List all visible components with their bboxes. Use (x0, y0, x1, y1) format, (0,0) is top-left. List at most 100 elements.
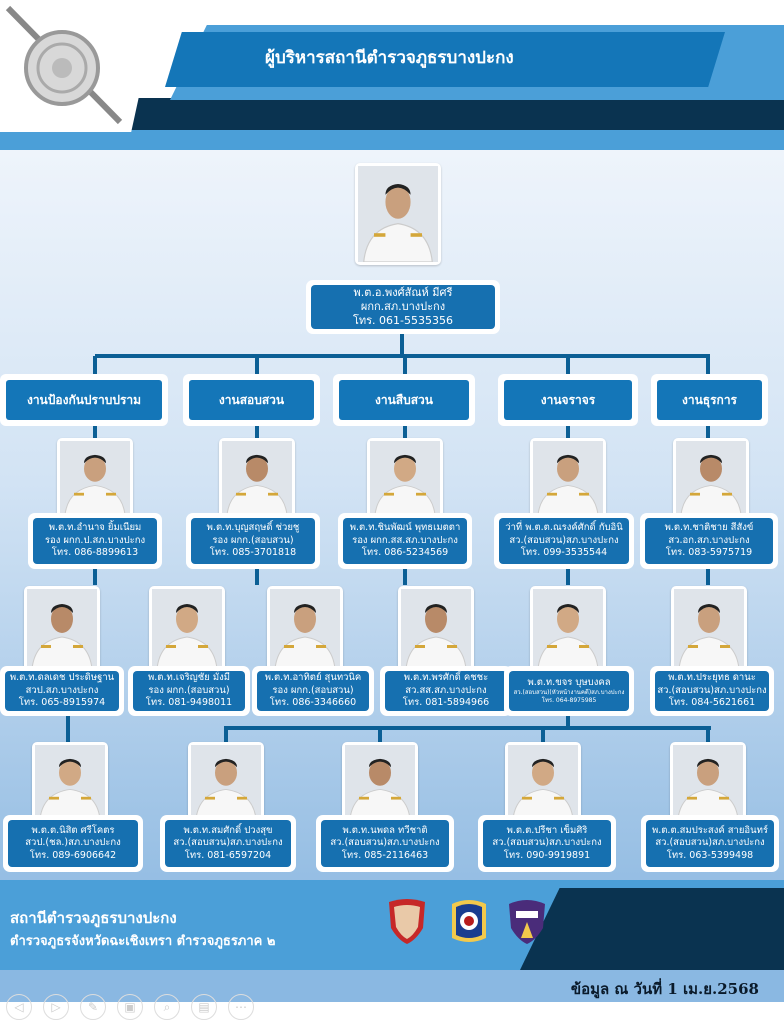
officer-phone: โทร. 085-2116463 (341, 849, 429, 861)
officer-label: พ.ต.ต.สมประสงค์ สายอินทร์สว.(สอบสวน)สภ.บ… (641, 815, 779, 872)
toolbar-button-4[interactable]: ▣ (117, 994, 143, 1020)
officer-photo (24, 586, 100, 672)
toolbar-button-7[interactable]: ⋯ (228, 994, 254, 1020)
officer-info: พ.ต.ต.ปรีชา เข็มศิริสว.(สอบสวน)สภ.บางปะก… (483, 820, 611, 867)
officer-name: พ.ต.ท.เจริญชัย มั่งมี (148, 672, 230, 684)
officer-name: พ.ต.ท.สมศักดิ์ ปวงสุข (183, 824, 273, 836)
department-2[interactable]: งานสอบสวน (183, 374, 320, 426)
connector-line (403, 356, 407, 376)
officer-info: พ.ต.ท.เจริญชัย มั่งมีรอง ผกก.(สอบสวน)โทร… (133, 671, 245, 711)
officer-name: พ.ต.ท.พรศักดิ์ คชชะ (403, 672, 489, 684)
officer-position: สว.(สอบสวน)สภ.บางปะกง (655, 837, 765, 849)
officer-info: พ.ต.ท.อาทิตย์ สุนทวนิครอง ผกก.(สอบสวน)โท… (257, 671, 369, 711)
toolbar-button-2[interactable]: ▷ (43, 994, 69, 1020)
officer-position: รอง ผกก.(สอบสวน) (148, 684, 230, 696)
officer-position: สว.(สอบสวน)สภ.บางปะกง (657, 684, 767, 696)
department-label: งานธุรการ (657, 380, 762, 420)
officer-portrait-icon (345, 745, 415, 819)
department-3[interactable]: งานสืบสวน (333, 374, 475, 426)
officer-phone: โทร. 090-9919891 (503, 849, 591, 861)
department-5[interactable]: งานธุรการ (651, 374, 768, 426)
page-title: ผู้บริหารสถานีตำรวจภูธรบางปะกง (265, 48, 514, 68)
officer-label: พ.ต.ต.ปรีชา เข็มศิริสว.(สอบสวน)สภ.บางปะก… (478, 815, 616, 872)
officer-portrait-icon (401, 589, 471, 669)
officer-phone: โทร. 061-5535356 (352, 314, 453, 328)
header-dark-band (120, 98, 784, 130)
officer-phone: โทร. 064-8975985 (541, 697, 597, 705)
department-1[interactable]: งานป้องกันปราบปราม (0, 374, 168, 426)
officer-portrait-icon (60, 441, 130, 515)
officer-info: พ.ต.ท.ชินพัฒน์ พุทธเมตตารอง ผกก.สส.สภ.บา… (343, 518, 467, 564)
officer-name: ว่าที่ พ.ต.ต.ณรงค์ศักดิ์ กับอินิ (505, 522, 623, 534)
officer-phone: โทร. 099-3535544 (520, 547, 608, 559)
officer-name: พ.ต.ท.ชาติชาย สีสังข์ (664, 522, 754, 534)
officer-position: สว.(สอบสวน)สภ.บางปะกง (173, 837, 283, 849)
connector-line (95, 354, 710, 358)
officer-portrait-icon (152, 589, 222, 669)
officer-phone: โทร. 081-5894966 (402, 697, 490, 709)
connector-line (706, 726, 710, 746)
officer-info: พ.ต.ต.นิสิต ศรีโคตรสวป.(ชล.)สภ.บางปะกงโท… (8, 820, 138, 867)
department-label: งานสอบสวน (189, 380, 314, 420)
officer-label: พ.ต.ต.นิสิต ศรีโคตรสวป.(ชล.)สภ.บางปะกงโท… (3, 815, 143, 872)
officer-portrait-icon (222, 441, 292, 515)
officer-photo (673, 438, 749, 518)
connector-line (93, 356, 97, 376)
officer-position: รอง ผกก.ป.สภ.บางปะกง (44, 534, 146, 546)
officer-name: พ.ต.ท.อำนาจ ยิ้มเนียม (48, 522, 142, 534)
department-4[interactable]: งานจราจร (498, 374, 638, 426)
toolbar-button-1[interactable]: ◁ (6, 994, 32, 1020)
toolbar-button-3[interactable]: ✎ (80, 994, 106, 1020)
officer-label: พ.ต.ท.ขจร บุษบงคลสว.(สอบสวน)(หัวหน้างานค… (504, 666, 634, 716)
officer-label: พ.ต.ท.ชาติชาย สีสังข์สว.อก.สภ.บางปะกงโทร… (640, 513, 778, 569)
officer-photo (670, 742, 746, 822)
officer-position: ผกก.สภ.บางปะกง (360, 299, 446, 313)
officer-name: พ.ต.ท.อาทิตย์ สุนทวนิค (264, 672, 362, 684)
officer-position: สว.(สอบสวน)สภ.บางปะกง (330, 837, 440, 849)
connector-line (255, 356, 259, 376)
officer-portrait-icon (35, 745, 105, 819)
officer-phone: โทร. 083-5975719 (665, 547, 753, 559)
footer-dark-band (520, 888, 784, 970)
officer-photo (267, 586, 343, 672)
officer-phone: โทร. 085-3701818 (209, 547, 297, 559)
officer-portrait-icon (358, 166, 438, 262)
officer-phone: โทร. 086-3346660 (269, 697, 357, 709)
officer-phone: โทร. 065-8915974 (18, 697, 106, 709)
officer-photo (342, 742, 418, 822)
officer-photo (367, 438, 443, 518)
officer-photo (398, 586, 474, 672)
officer-info: พ.ต.ท.พรศักดิ์ คชชะสว.สส.สภ.บางปะกงโทร. … (385, 671, 507, 711)
officer-label: พ.ต.ท.สมศักดิ์ ปวงสุขสว.(สอบสวน)สภ.บางปะ… (160, 815, 296, 872)
department-label: งานป้องกันปราบปราม (6, 380, 162, 420)
officer-label: พ.ต.ท.ประยุทธ ดานะสว.(สอบสวน)สภ.บางปะกงโ… (650, 666, 774, 716)
officer-name: พ.ต.ต.ปรีชา เข็มศิริ (506, 824, 588, 836)
officer-name: พ.ต.ท.ประยุทธ ดานะ (668, 672, 756, 684)
officer-photo (57, 438, 133, 518)
officer-position: สว.อก.สภ.บางปะกง (668, 534, 750, 546)
officer-portrait-icon (27, 589, 97, 669)
officer-label: พ.ต.ท.อำนาจ ยิ้มเนียมรอง ผกก.ป.สภ.บางปะก… (28, 513, 162, 569)
officer-portrait-icon (673, 745, 743, 819)
toolbar-button-6[interactable]: ▤ (191, 994, 217, 1020)
officer-portrait-icon (674, 589, 744, 669)
officer-label: พ.ต.ท.นพดล ทวีชาติสว.(สอบสวน)สภ.บางปะกงโ… (316, 815, 454, 872)
officer-portrait-icon (191, 745, 261, 819)
connector-line (224, 726, 711, 730)
officer-photo (188, 742, 264, 822)
officer-photo (505, 742, 581, 822)
officer-label: พ.ต.ท.ดลเดช ประดิษฐานสวป.สภ.บางปะกงโทร. … (0, 666, 124, 716)
officer-phone: โทร. 081-9498011 (145, 697, 233, 709)
officer-position: รอง ผกก.สส.สภ.บางปะกง (352, 534, 458, 546)
officer-info: พ.ต.ท.สมศักดิ์ ปวงสุขสว.(สอบสวน)สภ.บางปะ… (165, 820, 291, 867)
toolbar-button-5[interactable]: ⌕ (154, 994, 180, 1020)
officer-info: พ.ต.ท.บุญสฤษดิ์ ช่วยชูรอง ผกก.(สอบสวน)โท… (191, 518, 315, 564)
officer-info: ว่าที่ พ.ต.ต.ณรงค์ศักดิ์ กับอินิสว.(สอบส… (499, 518, 629, 564)
officer-portrait-icon (533, 589, 603, 669)
officer-portrait-icon (676, 441, 746, 515)
officer-name: พ.ต.ท.บุญสฤษดิ์ ช่วยชู (206, 522, 300, 534)
officer-position: รอง ผกก.(สอบสวน) (212, 534, 294, 546)
officer-name: พ.ต.ท.ดลเดช ประดิษฐาน (9, 672, 115, 684)
officer-label: พ.ต.ท.เจริญชัย มั่งมีรอง ผกก.(สอบสวน)โทร… (128, 666, 250, 716)
footer-station-name: สถานีตำรวจภูธรบางปะกง (10, 909, 177, 927)
